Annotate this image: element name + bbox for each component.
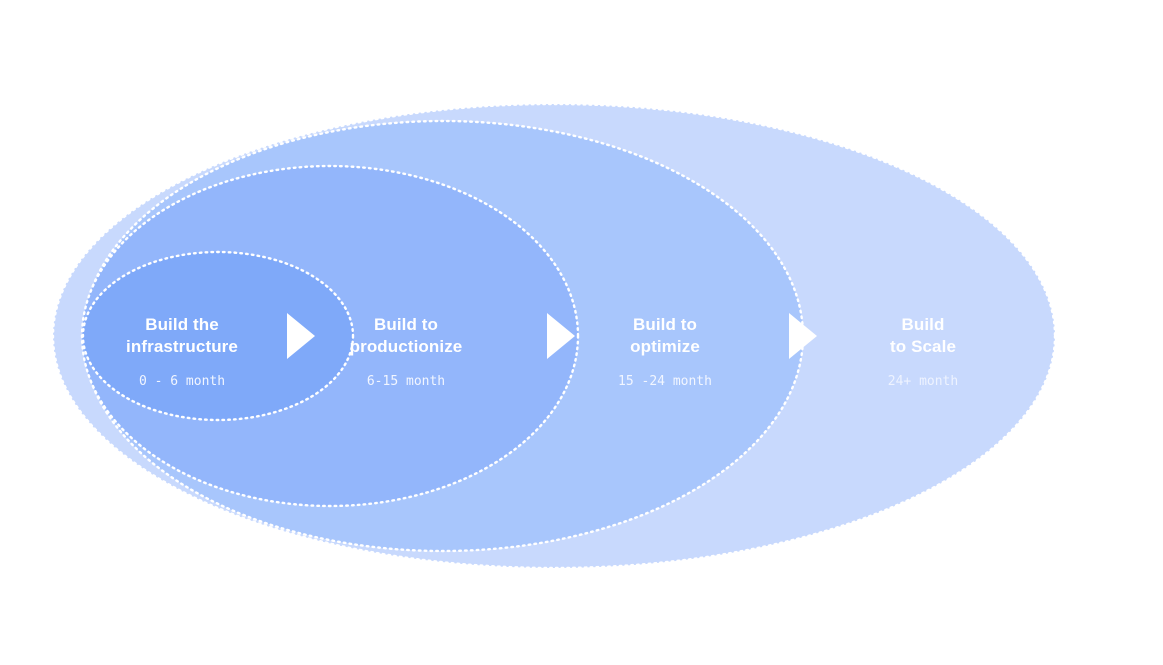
arrow-right-icon-2 <box>547 313 575 359</box>
arrow-right-icon-1 <box>287 313 315 359</box>
ellipse-build-infrastructure[interactable] <box>81 250 355 422</box>
arrow-right-icon-3 <box>789 313 817 359</box>
